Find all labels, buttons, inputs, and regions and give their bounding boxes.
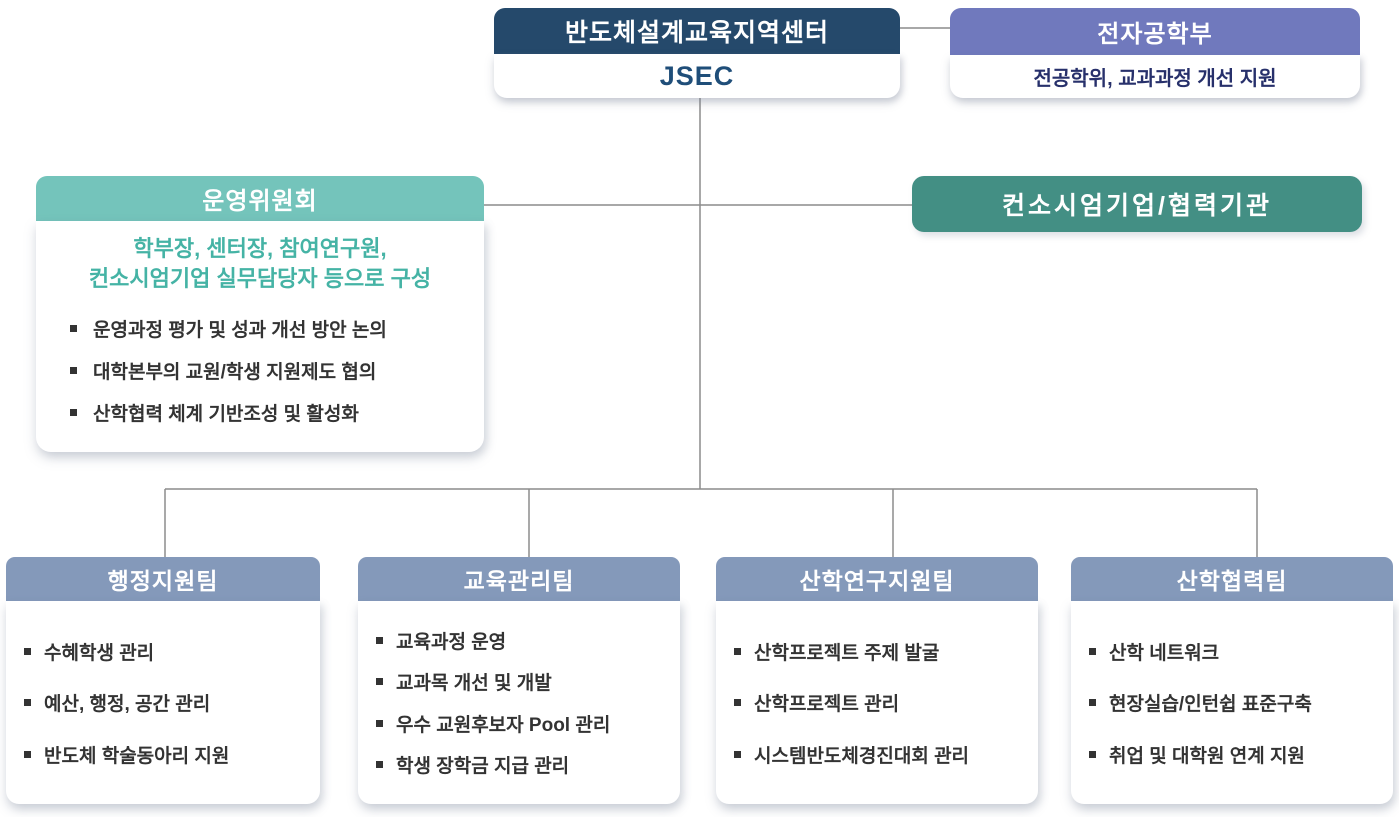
square-bullet-icon: [1089, 699, 1096, 706]
team-node-industry-research: 산학연구지원팀 산학프로젝트 주제 발굴 산학프로젝트 관리 시스템반도체경진대…: [716, 557, 1038, 804]
square-bullet-icon: [376, 719, 383, 727]
team-title: 산학협력팀: [1071, 557, 1393, 601]
square-bullet-icon: [734, 699, 741, 706]
list-item: 반도체 학술동아리 지원: [24, 741, 312, 768]
department-node: 전자공학부 전공학위, 교과과정 개선 지원: [950, 8, 1360, 98]
committee-body: 학부장, 센터장, 참여연구원, 컨소시엄기업 실무담당자 등으로 구성 운영과…: [36, 221, 484, 452]
list-item: 취업 및 대학원 연계 지원: [1089, 741, 1385, 768]
team-body: 산학프로젝트 주제 발굴 산학프로젝트 관리 시스템반도체경진대회 관리: [716, 601, 1038, 804]
square-bullet-icon: [376, 678, 383, 686]
list-item: 현장실습/인턴쉽 표준구축: [1089, 689, 1385, 716]
list-item: 산학 네트워크: [1089, 638, 1385, 665]
list-item: 교육과정 운영: [376, 627, 672, 654]
team-title: 행정지원팀: [6, 557, 320, 601]
list-item: 학생 장학금 지급 관리: [376, 751, 672, 778]
department-subtitle: 전공학위, 교과과정 개선 지원: [950, 55, 1360, 98]
team-body: 수혜학생 관리 예산, 행정, 공간 관리 반도체 학술동아리 지원: [6, 601, 320, 804]
committee-node: 운영위원회 학부장, 센터장, 참여연구원, 컨소시엄기업 실무담당자 등으로 …: [36, 176, 484, 452]
team-node-education: 교육관리팀 교육과정 운영 교과목 개선 및 개발 우수 교원후보자 Pool …: [358, 557, 680, 804]
team-node-admin: 행정지원팀 수혜학생 관리 예산, 행정, 공간 관리 반도체 학술동아리 지원: [6, 557, 320, 804]
square-bullet-icon: [70, 324, 77, 332]
committee-description-line: 학부장, 센터장, 참여연구원,: [133, 236, 387, 261]
committee-description: 학부장, 센터장, 참여연구원, 컨소시엄기업 실무담당자 등으로 구성: [44, 234, 476, 295]
committee-list: 운영과정 평가 및 성과 개선 방안 논의 대학본부의 교원/학생 지원제도 협…: [44, 315, 476, 426]
center-node-title: 반도체설계교육지역센터: [494, 8, 900, 54]
square-bullet-icon: [376, 760, 383, 768]
square-bullet-icon: [1089, 647, 1096, 655]
list-item: 예산, 행정, 공간 관리: [24, 689, 312, 716]
team-title: 교육관리팀: [358, 557, 680, 601]
list-item: 산학협력 체계 기반조성 및 활성화: [70, 399, 476, 426]
square-bullet-icon: [734, 750, 741, 758]
center-node: 반도체설계교육지역센터 JSEC: [494, 8, 900, 98]
team-body: 산학 네트워크 현장실습/인턴쉽 표준구축 취업 및 대학원 연계 지원: [1071, 601, 1393, 804]
square-bullet-icon: [24, 750, 31, 758]
committee-title: 운영위원회: [36, 176, 484, 221]
consortium-node: 컨소시엄기업/협력기관: [912, 176, 1362, 232]
list-item: 대학본부의 교원/학생 지원제도 협의: [70, 357, 476, 384]
square-bullet-icon: [24, 647, 31, 655]
center-node-subtitle: JSEC: [494, 54, 900, 98]
list-item: 수혜학생 관리: [24, 638, 312, 665]
square-bullet-icon: [24, 699, 31, 706]
list-item: 교과목 개선 및 개발: [376, 668, 672, 695]
committee-description-line: 컨소시엄기업 실무담당자 등으로 구성: [88, 266, 432, 292]
square-bullet-icon: [1089, 750, 1096, 758]
square-bullet-icon: [70, 408, 77, 416]
department-title: 전자공학부: [950, 8, 1360, 55]
list-item: 산학프로젝트 주제 발굴: [734, 638, 1030, 665]
team-node-industry-cooperation: 산학협력팀 산학 네트워크 현장실습/인턴쉽 표준구축 취업 및 대학원 연계 …: [1071, 557, 1393, 804]
list-item: 시스템반도체경진대회 관리: [734, 741, 1030, 768]
team-title: 산학연구지원팀: [716, 557, 1038, 601]
list-item: 우수 교원후보자 Pool 관리: [376, 710, 672, 737]
square-bullet-icon: [734, 647, 741, 655]
list-item: 산학프로젝트 관리: [734, 689, 1030, 716]
team-body: 교육과정 운영 교과목 개선 및 개발 우수 교원후보자 Pool 관리 학생 …: [358, 601, 680, 804]
list-item: 운영과정 평가 및 성과 개선 방안 논의: [70, 315, 476, 342]
square-bullet-icon: [376, 637, 383, 645]
square-bullet-icon: [70, 366, 77, 374]
